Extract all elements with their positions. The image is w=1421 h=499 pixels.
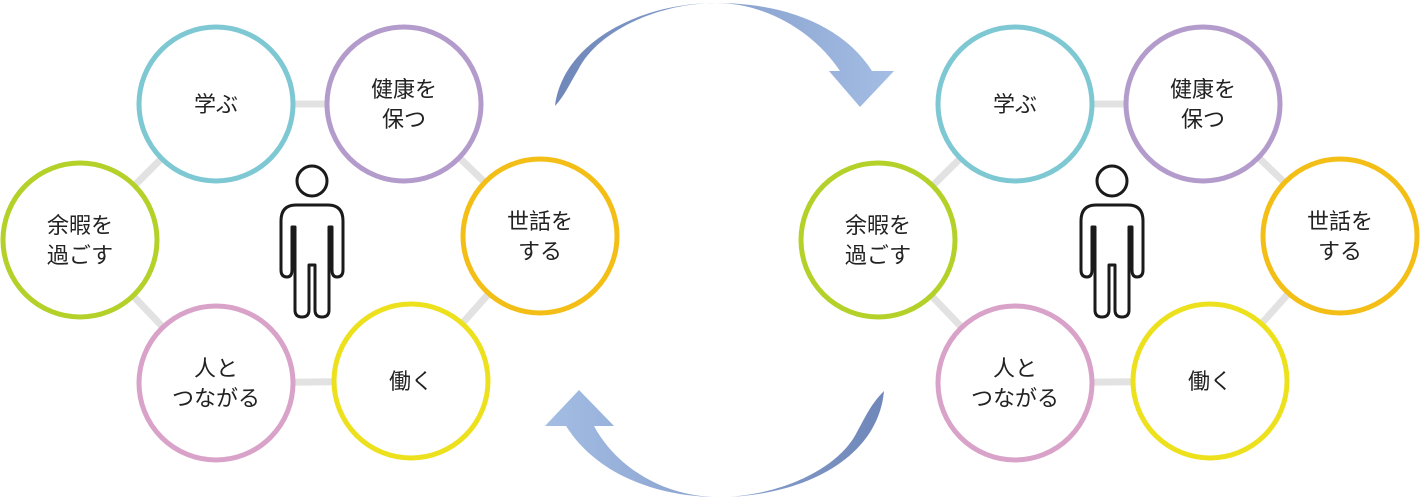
person-icon	[1079, 164, 1145, 319]
role-circle-outline	[136, 24, 296, 184]
role-label-connect: 人と	[194, 357, 238, 382]
role-circle-outline	[1130, 301, 1290, 461]
role-label-learn: 学ぶ	[194, 93, 238, 118]
role-circle-outline	[1260, 156, 1420, 316]
role-label-care: する	[1318, 240, 1362, 265]
role-label-connect: 人と	[993, 357, 1037, 382]
role-label-care: 世話を	[507, 210, 573, 235]
role-label-care: する	[518, 240, 562, 265]
role-label-health: 健康を	[371, 78, 437, 103]
role-circle-outline	[798, 160, 958, 320]
role-label-connect: つながる	[172, 387, 260, 412]
role-label-health: 保つ	[1181, 108, 1225, 133]
role-circle-outline	[331, 301, 491, 461]
role-label-work: 働く	[389, 370, 433, 395]
role-circle-outline	[324, 24, 484, 184]
role-label-care: 世話を	[1307, 210, 1373, 235]
role-label-learn: 学ぶ	[993, 93, 1037, 118]
role-circle-learn: 学ぶ	[136, 24, 296, 184]
role-label-leisure: 余暇を	[47, 214, 113, 239]
curved-arrow-left-icon	[545, 390, 884, 497]
role-circle-outline	[935, 303, 1095, 463]
role-label-work: 働く	[1188, 370, 1232, 395]
role-label-leisure: 余暇を	[845, 214, 911, 239]
role-label-connect: つながる	[971, 387, 1059, 412]
role-label-leisure: 過ごす	[845, 244, 911, 269]
role-circle-outline	[460, 156, 620, 316]
role-circle-work: 働く	[1130, 301, 1290, 461]
role-circle-outline	[0, 160, 160, 320]
person-icon	[279, 164, 345, 319]
role-label-health: 保つ	[382, 108, 426, 133]
curved-arrow-right-icon	[555, 3, 894, 107]
role-circle-outline	[1123, 24, 1283, 184]
role-circle-outline	[935, 24, 1095, 184]
role-circle-work: 働く	[331, 301, 491, 461]
role-label-health: 健康を	[1170, 78, 1236, 103]
role-circle-outline	[136, 303, 296, 463]
role-circle-learn: 学ぶ	[935, 24, 1095, 184]
role-label-leisure: 過ごす	[47, 244, 113, 269]
